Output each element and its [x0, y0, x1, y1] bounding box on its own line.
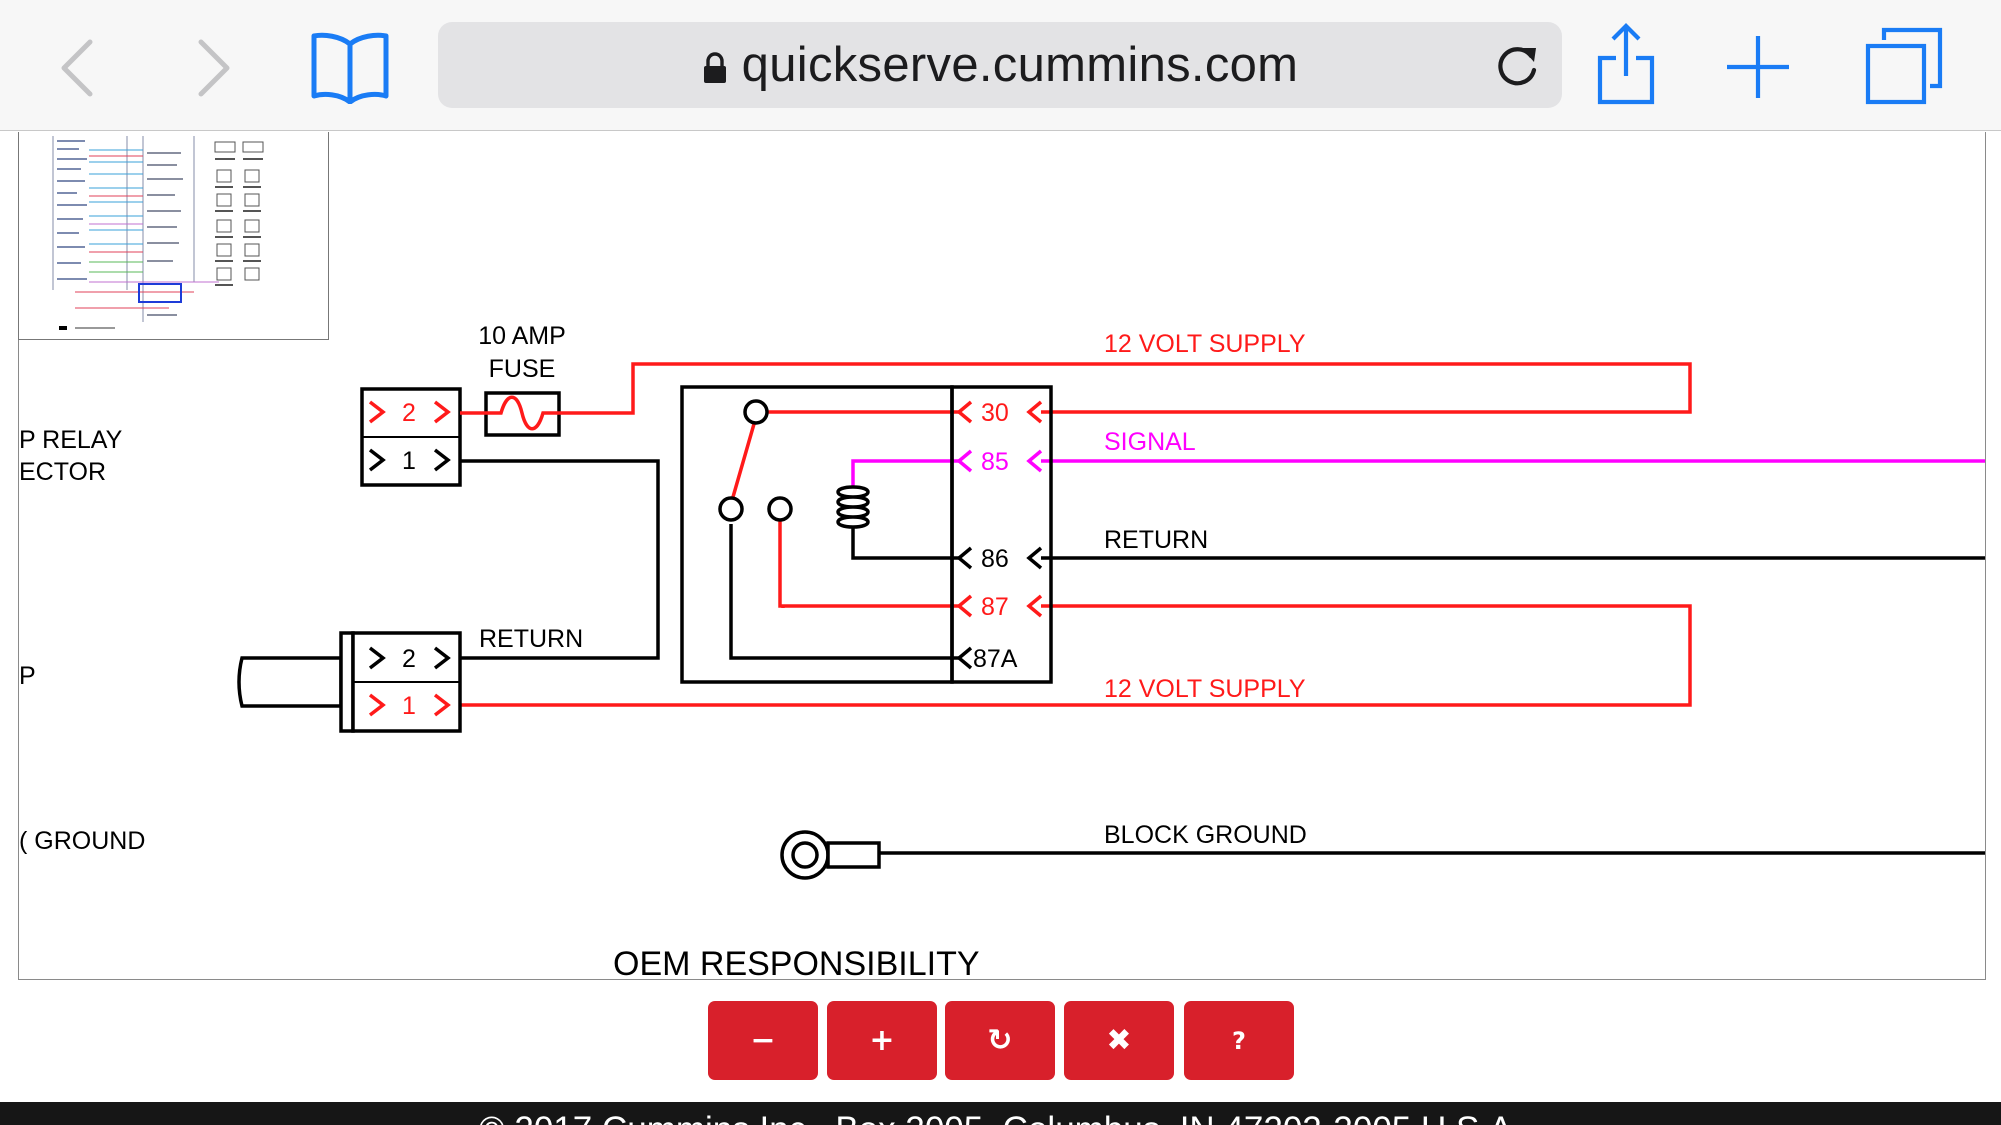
- relay-pin-85: 85: [981, 448, 1009, 476]
- fuse-conn-pin-2: 2: [402, 399, 416, 427]
- wire-label-block-ground: BLOCK GROUND: [1104, 821, 1307, 849]
- minimap-thumbnail: [52, 136, 264, 330]
- relay-pin-87a: 87A: [973, 645, 1018, 673]
- reset-icon: ↻: [987, 1023, 1013, 1058]
- page-footer: © 2017 Cummins Inc., Box 3005, Columbus,…: [0, 1102, 2001, 1125]
- pump-conn-pin-2: 2: [402, 645, 416, 673]
- power-wires: [460, 362, 1692, 707]
- oem-responsibility-title: OEM RESPONSIBILITY: [613, 945, 980, 979]
- new-tab-icon[interactable]: [1725, 34, 1791, 105]
- address-bar[interactable]: quickserve.cummins.com: [438, 22, 1562, 108]
- left-pump-label: P: [19, 662, 36, 690]
- url-text: quickserve.cummins.com: [741, 38, 1299, 92]
- help-icon: ?: [1232, 1026, 1246, 1055]
- pump-connector: 2 1: [237, 631, 462, 733]
- fullscreen-icon: ✖: [1106, 1023, 1132, 1058]
- copyright-text: © 2017 Cummins Inc., Box 3005, Columbus,…: [0, 1112, 2001, 1125]
- share-icon[interactable]: [1596, 20, 1656, 111]
- diagram-minimap[interactable]: [18, 132, 329, 340]
- minus-icon: −: [750, 1023, 776, 1058]
- help-button[interactable]: ?: [1184, 1001, 1294, 1080]
- browser-toolbar: quickserve.cummins.com: [0, 0, 2001, 131]
- fuse-connector: 2 1: [360, 387, 462, 487]
- wire-label-return-pump: RETURN: [479, 625, 583, 653]
- fullscreen-button[interactable]: ✖: [1064, 1001, 1174, 1080]
- fuse-label-1: 10 AMP: [478, 322, 566, 350]
- ground-lug: [780, 830, 881, 880]
- back-icon[interactable]: [58, 38, 98, 103]
- relay-pin-86: 86: [981, 545, 1009, 573]
- forward-icon[interactable]: [193, 38, 233, 103]
- ground-wires: [460, 459, 1985, 855]
- fuse-symbol: [460, 391, 561, 437]
- left-relay-label-2: ECTOR: [19, 458, 106, 486]
- wiring-diagram: P RELAY ECTOR P ( GROUND 2 1 10 AMP FUSE: [19, 322, 1985, 979]
- relay-pin-87: 87: [981, 593, 1009, 621]
- fuse-conn-pin-1: 1: [402, 447, 416, 475]
- plus-icon: +: [869, 1023, 895, 1058]
- wire-label-signal: SIGNAL: [1104, 428, 1196, 456]
- diagram-viewer[interactable]: P RELAY ECTOR P ( GROUND 2 1 10 AMP FUSE: [18, 132, 1986, 980]
- relay-pin-30: 30: [981, 399, 1009, 427]
- wire-label-supply-bottom: 12 VOLT SUPPLY: [1104, 675, 1306, 703]
- reload-icon[interactable]: [1494, 40, 1540, 95]
- wire-label-supply-top: 12 VOLT SUPPLY: [1104, 330, 1306, 358]
- fuse-label-2: FUSE: [489, 355, 556, 383]
- zoom-out-button[interactable]: −: [708, 1001, 818, 1080]
- pump-conn-pin-1: 1: [402, 692, 416, 720]
- bookmarks-icon[interactable]: [310, 30, 390, 109]
- minimap-viewport-indicator: [138, 283, 182, 303]
- wire-label-return-relay: RETURN: [1104, 526, 1208, 554]
- lock-icon: [702, 45, 728, 91]
- tabs-icon[interactable]: [1864, 26, 1944, 111]
- left-relay-label-1: P RELAY: [19, 426, 123, 454]
- zoom-in-button[interactable]: +: [827, 1001, 937, 1080]
- left-ground-label: ( GROUND: [19, 827, 145, 855]
- signal-coil-lead: [851, 459, 959, 487]
- reset-view-button[interactable]: ↻: [945, 1001, 1055, 1080]
- relay: 30 85 86 87 87A: [680, 385, 1053, 684]
